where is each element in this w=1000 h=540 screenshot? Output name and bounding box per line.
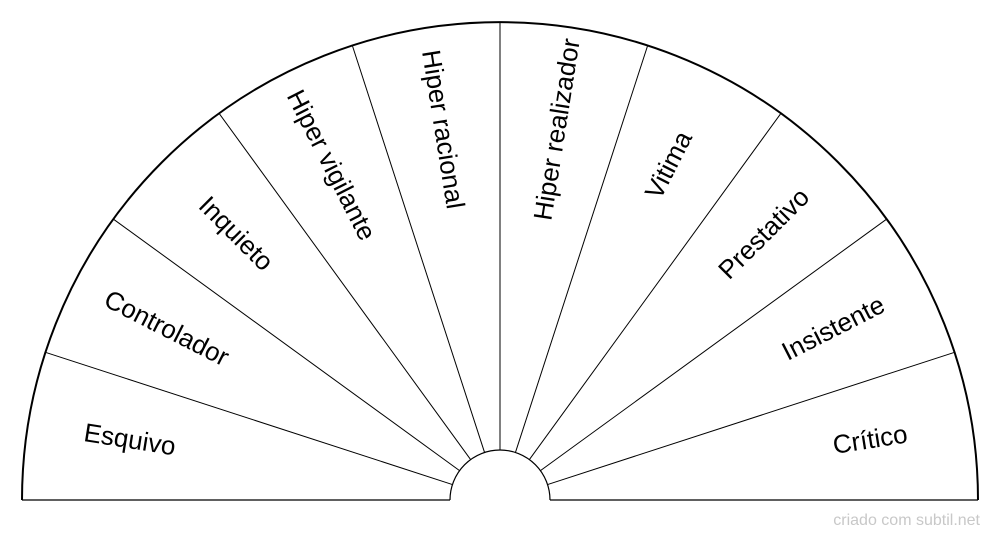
- segment-dividers: [45, 22, 955, 486]
- segment-label-6: Hiper realizador: [527, 36, 585, 222]
- segment-divider-7: [528, 112, 782, 460]
- segment-label-5: Hiper racional: [416, 48, 471, 211]
- segment-divider-3: [218, 112, 472, 460]
- outer-arc: [21, 21, 979, 501]
- credit-text: criado com subtil.net: [833, 512, 980, 529]
- segment-label-10: Crítico: [831, 419, 910, 460]
- segment-divider-6: [514, 45, 649, 453]
- segment-divider-8: [540, 218, 888, 472]
- segment-label-1: Esquivo: [82, 417, 178, 461]
- segment-divider-2: [112, 218, 460, 472]
- segment-label-9: Insistente: [777, 289, 890, 366]
- segment-divider-4: [351, 45, 486, 453]
- segment-divider-9: [547, 351, 955, 486]
- segment-label-4: Hiper vigilante: [281, 85, 383, 245]
- segment-label-2: Controlador: [100, 284, 235, 373]
- segment-label-7: Vitima: [639, 126, 699, 204]
- segment-label-8: Prestativo: [712, 182, 815, 285]
- inner-arc: [449, 449, 551, 501]
- segment-divider-1: [45, 351, 453, 486]
- segment-label-3: Inquieto: [193, 190, 280, 277]
